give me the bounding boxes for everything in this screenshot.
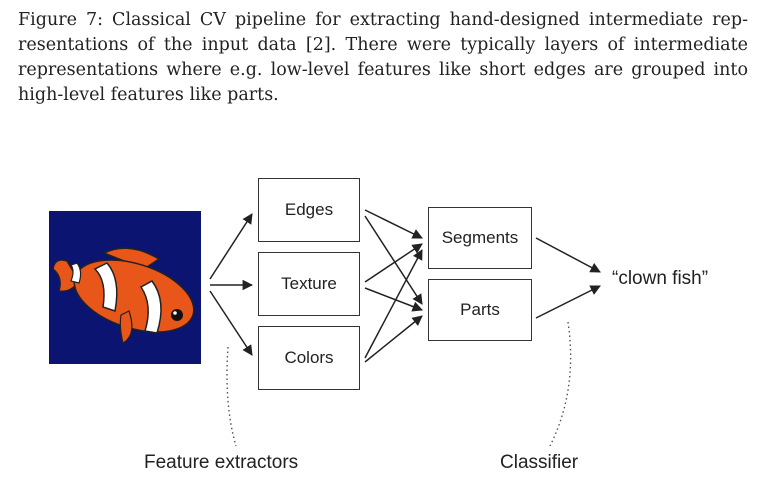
arrow-image-to-edges: [209, 213, 253, 280]
caption-line: resentations of the input data [2]. Ther…: [18, 35, 748, 55]
feature-box-edges: Edges: [258, 178, 360, 242]
output-label: “clown fish”: [612, 268, 709, 289]
arrow-colors-to-segments: [364, 249, 423, 359]
feature-extractors-label: Feature extractors: [144, 452, 299, 473]
caption-line: representations where e.g. low-level fea…: [18, 60, 748, 80]
feature-box-texture: Texture: [258, 252, 360, 316]
arrow-segments-to-output: [535, 237, 601, 273]
arrow-texture-to-segments: [364, 243, 423, 283]
dotted-bracket-extractors: [226, 346, 237, 447]
arrow-edges-to-segments: [364, 209, 423, 239]
feature-box-colors: Colors: [258, 326, 360, 390]
clownfish-image: [49, 211, 201, 364]
caption-line: high-level features like parts.: [18, 85, 279, 105]
clownfish-illustration: [49, 211, 201, 364]
arrow-image-to-colors: [209, 290, 253, 356]
mid-box-parts: Parts: [428, 279, 532, 341]
arrow-texture-to-parts: [364, 287, 423, 312]
dotted-bracket-classifier: [549, 321, 572, 447]
caption-line: Figure 7: Classical CV pipeline for extr…: [18, 10, 748, 30]
classifier-label: Classifier: [500, 452, 579, 473]
arrow-edges-to-parts: [364, 215, 423, 305]
arrow-colors-to-parts: [364, 315, 423, 363]
arrow-parts-to-output: [535, 285, 601, 319]
mid-box-segments: Segments: [428, 207, 532, 269]
figure-caption: Figure 7: Classical CV pipeline for extr…: [18, 8, 748, 108]
